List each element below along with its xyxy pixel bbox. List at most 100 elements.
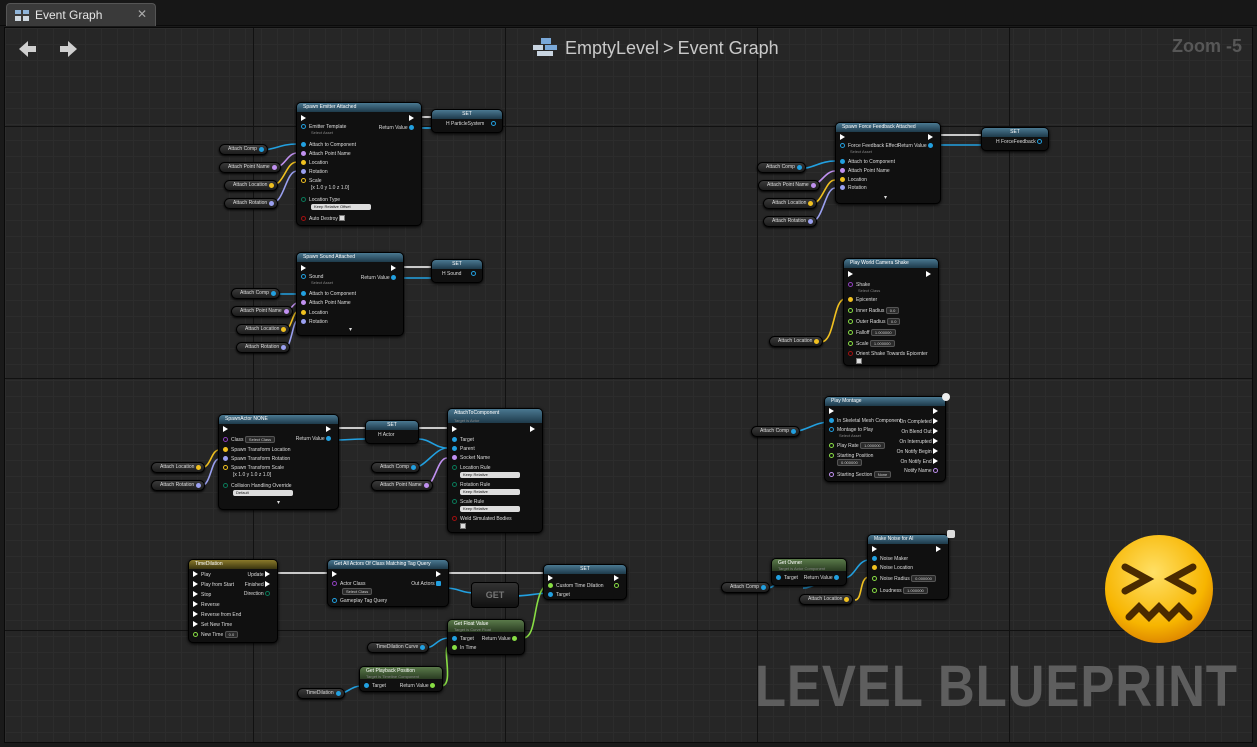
scale-x[interactable]: 1.0 (238, 472, 246, 478)
noise-radius-field[interactable]: 0.000000 (911, 575, 936, 582)
close-icon[interactable]: ✕ (136, 7, 147, 21)
node-title-text: Get Owner (778, 560, 803, 566)
scale-z[interactable]: 1.0 (262, 472, 270, 478)
scale-y[interactable]: 1.0 (328, 185, 336, 191)
var-attach-point-name[interactable]: Attach Point Name (219, 162, 281, 173)
play-montage-node[interactable]: Play Montage In Skeletal Mesh Component … (824, 396, 946, 482)
spawn-force-feedback-node[interactable]: Spawn Force Feedback Attached Force Feed… (835, 122, 941, 204)
confounded-face-icon (1105, 535, 1213, 643)
var-attach-comp[interactable]: Attach Comp (371, 462, 420, 473)
node-title-text: AttachToComponent (454, 410, 500, 416)
tab-event-graph[interactable]: Event Graph ✕ (6, 3, 156, 26)
location-type-dropdown[interactable]: Keep Relative Offset (311, 204, 371, 210)
rotation-rule-dropdown[interactable]: Keep Relative (460, 489, 520, 495)
pin-label: Sound (309, 274, 324, 280)
var-attach-location[interactable]: Attach Location (224, 180, 279, 191)
pin-label: Spawn Transform Rotation (231, 456, 291, 462)
var-attach-point-name[interactable]: Attach Point Name (758, 180, 820, 191)
pin-label: Attach to Component (309, 291, 356, 297)
get-all-actors-node[interactable]: Get All Actors Of Class Matching Tag Que… (327, 559, 449, 607)
get-array-node[interactable]: GET (471, 582, 519, 608)
play-rate-field[interactable]: 1.000000 (860, 442, 885, 449)
loudness-field[interactable]: 1.000000 (903, 587, 928, 594)
scale-x[interactable]: 1.0 (316, 185, 324, 191)
var-attach-location[interactable]: Attach Location (763, 198, 818, 209)
node-subtitle: Target is Actor (454, 418, 480, 423)
timeline-node[interactable]: TimeDilation Play Play from Start Stop R… (188, 559, 278, 643)
outer-radius-field[interactable]: 0.0 (886, 318, 901, 325)
pin-label: Play Rate (837, 442, 859, 449)
set-force-feedback-node[interactable]: SET H ForceFeedback (981, 127, 1049, 151)
var-attach-rotation[interactable]: Attach Rotation (224, 198, 279, 209)
var-attach-location[interactable]: Attach Location (236, 324, 291, 335)
var-label: Attach Location (772, 200, 807, 206)
node-subtitle: Target is Curve Float (454, 627, 491, 632)
select-class-field[interactable]: Select Class (244, 436, 276, 443)
weld-checkbox[interactable] (460, 523, 466, 529)
pin-label: Montage to Play (837, 427, 874, 433)
make-noise-node[interactable]: Make Noise for AI Noise Maker Noise Loca… (867, 534, 949, 600)
inner-radius-field[interactable]: 0.0 (885, 307, 900, 314)
pin-label: Location Rule (460, 465, 491, 471)
falloff-field[interactable]: 1.000000 (870, 329, 896, 336)
set-emitter-node[interactable]: SET H ParticleSystem (431, 109, 503, 133)
select-class-field[interactable]: Select Class (342, 588, 373, 595)
forward-arrow-icon[interactable] (57, 38, 79, 60)
scale-rule-dropdown[interactable]: Keep Relative (460, 506, 520, 512)
pin-label: Loudness (880, 587, 902, 594)
var-attach-comp[interactable]: Attach Comp (757, 162, 806, 173)
starting-section-field[interactable]: None (873, 471, 892, 478)
var-attach-location[interactable]: Attach Location (799, 594, 854, 605)
pin-label: Collision Handling Override (231, 483, 292, 489)
scale-field[interactable]: 1.000000 (869, 340, 895, 347)
pin-label: Rotation (309, 319, 328, 325)
set-sound-node[interactable]: SET H Sound (431, 259, 483, 283)
var-attach-comp[interactable]: Attach Comp (751, 426, 800, 437)
breadcrumb-level[interactable]: EmptyLevel (565, 38, 660, 58)
scale-z[interactable]: 1.0 (340, 185, 348, 191)
node-title: Spawn Sound Attached (297, 253, 403, 262)
spawn-emitter-node[interactable]: Spawn Emitter Attached Emitter Template … (296, 102, 422, 226)
spawn-actor-node[interactable]: SpawnActor NONE Class Select Class Retur… (218, 414, 339, 510)
camera-shake-node[interactable]: Play World Camera Shake Shake Select Cla… (843, 258, 939, 366)
pin-label: Attach Point Name (848, 168, 890, 174)
select-asset-field[interactable]: Select Asset (850, 149, 873, 154)
orient-checkbox[interactable] (856, 358, 862, 364)
var-attach-rotation[interactable]: Attach Rotation (763, 216, 818, 227)
var-attach-comp[interactable]: Attach Comp (219, 144, 268, 155)
var-attach-rotation[interactable]: Attach Rotation (151, 480, 206, 491)
select-asset-field[interactable]: Select Asset (839, 433, 862, 438)
var-attach-location[interactable]: Attach Location (151, 462, 206, 473)
spawn-sound-node[interactable]: Spawn Sound Attached Sound Select Asset … (296, 252, 404, 336)
wires-layer (200, 116, 981, 695)
var-attach-comp[interactable]: Attach Comp (231, 288, 280, 299)
collision-dropdown[interactable]: Default (233, 490, 293, 496)
auto-destroy-checkbox[interactable] (339, 215, 346, 221)
pin-label: Scale (309, 178, 322, 184)
node-title: SET (544, 565, 626, 574)
back-arrow-icon[interactable] (17, 38, 39, 60)
location-rule-dropdown[interactable]: Keep Relative (460, 472, 520, 478)
select-asset-field[interactable]: Select Asset (311, 280, 334, 285)
select-class-field[interactable]: Select Class (858, 288, 881, 293)
var-attach-location[interactable]: Attach Location (769, 336, 824, 347)
set-time-dilation-node[interactable]: SET Custom Time Dilation Target (543, 564, 627, 600)
new-time-field[interactable]: 0.0 (224, 631, 239, 638)
scale-y[interactable]: 1.0 (250, 472, 258, 478)
var-timedilation-curve[interactable]: TimeDilation Curve (367, 642, 430, 653)
var-attach-rotation[interactable]: Attach Rotation (236, 342, 291, 353)
event-graph-canvas[interactable]: EmptyLevel>Event Graph Zoom -5 (4, 27, 1253, 743)
var-attach-point-name[interactable]: Attach Point Name (231, 306, 293, 317)
var-timedilation[interactable]: TimeDilation (297, 688, 345, 699)
var-attach-point-name[interactable]: Attach Point Name (371, 480, 433, 491)
starting-position-field[interactable]: 0.000000 (837, 459, 862, 466)
pin-label: Return Value (360, 275, 390, 281)
set-actor-node[interactable]: SET H Actor (365, 420, 419, 444)
select-asset-field[interactable]: Select Asset (311, 130, 334, 135)
var-attach-comp[interactable]: Attach Comp (721, 582, 770, 593)
